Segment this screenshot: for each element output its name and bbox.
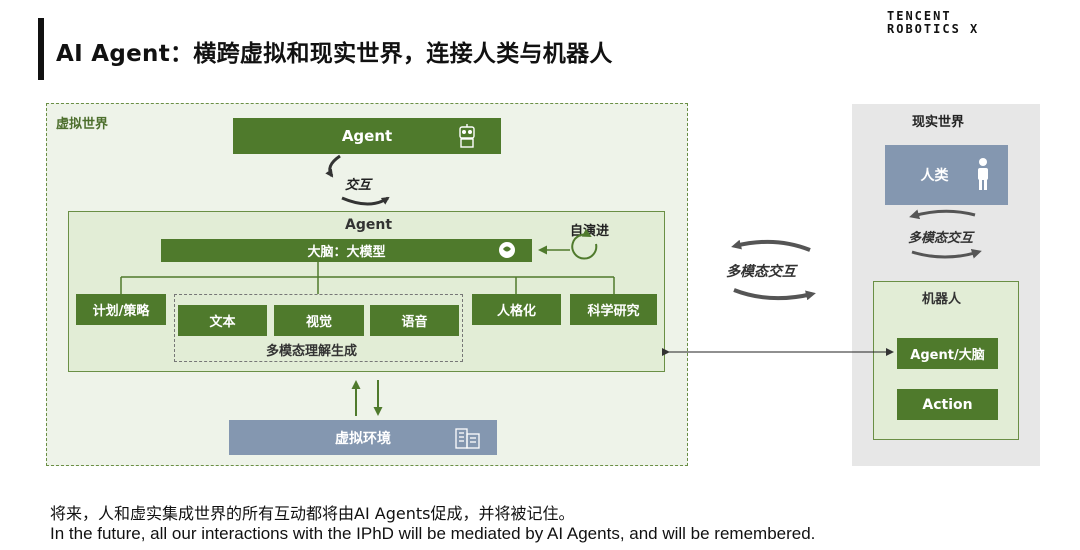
logo-line-2: ROBOTICS X (887, 22, 980, 36)
robot-agent-label: Agent/大脑 (910, 348, 985, 363)
agent-block (68, 211, 665, 372)
capability-plan: 计划/策略 (76, 294, 166, 325)
robot-action-label: Action (922, 396, 973, 413)
footer-english: In the future, all our interactions with… (50, 524, 816, 543)
capability-text-label: 文本 (209, 315, 236, 330)
brain-model-bar: 大脑：大模型 (161, 239, 532, 262)
robot-action-box: Action (897, 389, 998, 420)
capability-research-label: 科学研究 (587, 304, 640, 319)
building-icon (455, 428, 480, 449)
company-logo: TENCENT ROBOTICS X (887, 10, 979, 36)
interaction-label: 交互 (345, 178, 372, 193)
person-icon (978, 158, 988, 190)
page-title: AI Agent：横跨虚拟和现实世界，连接人类与机器人 (56, 41, 613, 67)
capability-persona-label: 人格化 (496, 304, 536, 319)
middle-multimodal-label: 多模态交互 (726, 264, 796, 280)
brain-icon (499, 242, 515, 258)
capability-vision: 视觉 (274, 305, 364, 336)
capability-text: 文本 (178, 305, 267, 336)
logo-line-1: TENCENT (887, 9, 952, 23)
multimodal-group-label: 多模态理解生成 (266, 344, 358, 359)
human-label: 人类 (920, 168, 949, 184)
robot-agent-box: Agent/大脑 (897, 338, 998, 369)
robot-icon (459, 124, 475, 148)
capability-persona: 人格化 (472, 294, 561, 325)
virtual-environment-label: 虚拟环境 (335, 430, 391, 447)
footer-chinese: 将来，人和虚实集成世界的所有互动都将由AI Agents促成，并将被记住。 (50, 504, 575, 523)
environment-arrows (351, 380, 383, 416)
capability-speech: 语音 (370, 305, 459, 336)
capability-speech-label: 语音 (401, 315, 428, 330)
top-agent-label: Agent (341, 127, 393, 145)
title-accent-bar (38, 18, 44, 80)
top-agent-box: Agent (233, 118, 501, 154)
capability-vision-label: 视觉 (305, 315, 332, 330)
robot-label: 机器人 (922, 292, 962, 307)
right-interaction-arrows (909, 209, 982, 259)
capability-plan-label: 计划/策略 (92, 304, 150, 319)
virtual-environment-box: 虚拟环境 (229, 420, 497, 455)
capability-research: 科学研究 (570, 294, 657, 325)
capability-tree-lines (120, 262, 615, 294)
interaction-arrows (325, 154, 390, 206)
agent-block-label: Agent (345, 217, 393, 233)
multimodal-group (174, 294, 463, 362)
real-world-label: 现实世界 (912, 115, 965, 130)
right-multimodal-label: 多模态交互 (908, 231, 974, 246)
self-evolve-loop-icon (538, 228, 598, 260)
brain-model-label: 大脑：大模型 (307, 245, 386, 260)
virtual-world-label: 虚拟世界 (56, 117, 109, 132)
middle-interaction-arrows (731, 239, 816, 301)
